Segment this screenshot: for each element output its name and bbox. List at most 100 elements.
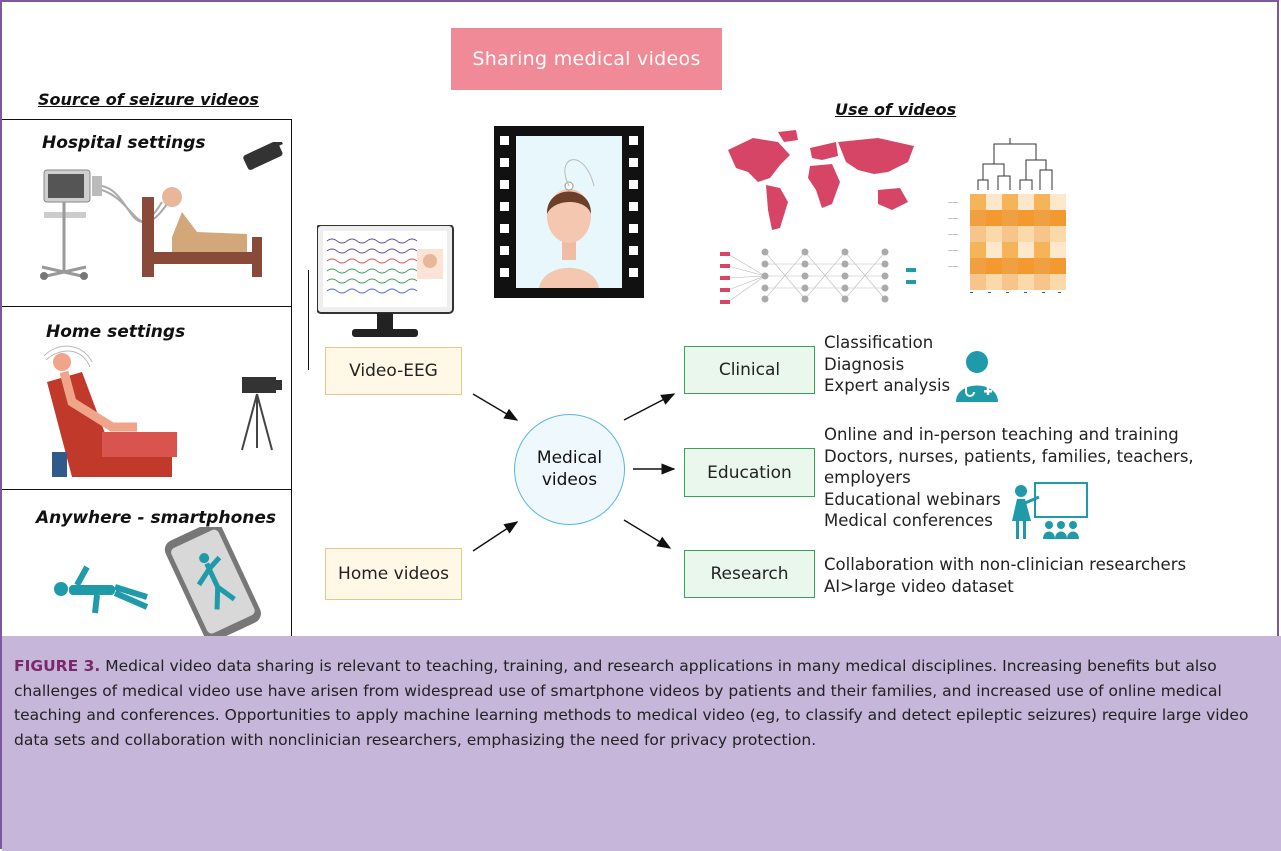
heatmap-cell <box>986 258 1002 274</box>
smartphone-seizure-illustration <box>54 527 261 637</box>
research-box: Research <box>684 550 815 598</box>
heatmap-cell <box>1034 242 1050 258</box>
heatmap-cell <box>1002 194 1018 210</box>
heatmap-cell <box>1002 242 1018 258</box>
panel-divider <box>2 306 292 307</box>
heatmap-cell <box>1018 258 1034 274</box>
heatmap-cell <box>986 274 1002 290</box>
home-settings-label: Home settings <box>46 322 186 342</box>
heatmap-cell <box>1034 226 1050 242</box>
clinical-item: Diagnosis <box>824 354 905 374</box>
connector-line <box>308 270 309 370</box>
arrow-video-eeg-to-hub <box>472 393 519 421</box>
hospital-settings-label: Hospital settings <box>42 133 206 153</box>
uses-heading: Use of videos <box>835 100 957 119</box>
flow-arrows <box>472 393 676 552</box>
heatmap-cell <box>970 258 986 274</box>
sources-heading: Source of seizure videos <box>38 90 259 109</box>
fallen-person-icon <box>54 565 149 614</box>
figure-caption: FIGURE 3. Medical video data sharing is … <box>2 636 1281 851</box>
heatmap-cell <box>1050 258 1066 274</box>
heatmap-cell <box>970 242 986 258</box>
clinical-box: Clinical <box>684 346 815 394</box>
film-strip-illustration <box>494 126 644 298</box>
education-list: Online and in-person teaching and traini… <box>824 424 1277 532</box>
heatmap-cell <box>970 274 986 290</box>
svg-text:——: —— <box>948 216 958 222</box>
video-camera-tripod-icon <box>241 377 282 451</box>
heatmap-cell <box>1018 226 1034 242</box>
figure-title: Sharing medical videos <box>451 28 722 90</box>
anywhere-smartphones-label: Anywhere - smartphones <box>36 508 277 528</box>
research-item: AI>large video dataset <box>824 576 1014 596</box>
heatmap-cell <box>1034 210 1050 226</box>
medical-videos-hub: Medical videos <box>514 414 625 525</box>
hub-line-1: Medical <box>536 448 603 469</box>
security-camera-icon <box>243 142 283 170</box>
heatmap-cell <box>1050 242 1066 258</box>
neural-network-illustration <box>720 248 916 304</box>
heatmap-cell <box>1018 210 1034 226</box>
heatmap-dendrogram-illustration: —— —— —— —— —— <box>948 138 1066 293</box>
heatmap-cell <box>986 194 1002 210</box>
education-box: Education <box>684 448 815 497</box>
video-eeg-box: Video-EEG <box>325 347 462 395</box>
eeg-monitor-icon <box>40 169 102 280</box>
education-item: Medical conferences <box>824 511 993 530</box>
teacher-classroom-icon <box>1012 482 1088 539</box>
armchair-icon <box>43 345 177 477</box>
heatmap-cell <box>1018 274 1034 290</box>
hospital-bed-illustration <box>40 142 283 280</box>
svg-text:——: —— <box>948 248 958 254</box>
patient-bed-icon <box>142 187 262 277</box>
heatmap-cell <box>1034 194 1050 210</box>
panel-divider <box>2 489 292 490</box>
arrow-hub-to-research <box>623 519 672 549</box>
arrow-home-videos-to-hub <box>472 521 519 552</box>
caption-label: FIGURE 3. <box>14 657 101 675</box>
heatmap-cell <box>970 194 986 210</box>
caption-text: Medical video data sharing is relevant t… <box>14 657 1249 749</box>
heatmap-cell <box>986 226 1002 242</box>
heatmap-cell <box>1050 210 1066 226</box>
heatmap-cell <box>1002 274 1018 290</box>
world-map-illustration <box>728 130 914 230</box>
heatmap-cell <box>1018 194 1034 210</box>
clinical-item: Classification <box>824 333 934 352</box>
home-videos-box: Home videos <box>325 548 462 600</box>
svg-text:——: —— <box>948 264 958 270</box>
heatmap-cell <box>1018 242 1034 258</box>
heatmap-cell <box>1050 226 1066 242</box>
education-item: Doctors, nurses, patients, families, tea… <box>824 446 1194 488</box>
heatmap-cell <box>1002 258 1018 274</box>
clinical-item: Expert analysis <box>824 376 951 395</box>
patient-head-icon <box>539 159 599 288</box>
panel-right-border <box>291 119 292 664</box>
arrow-hub-to-clinical <box>623 393 676 421</box>
heatmap-cell <box>1050 274 1066 290</box>
clinical-list: Classification Diagnosis Expert analysis <box>824 332 950 397</box>
research-item: Collaboration with non-clinician researc… <box>824 555 1187 574</box>
svg-text:——: —— <box>948 200 958 206</box>
heatmap-cell <box>1002 226 1018 242</box>
heatmap-cell <box>1050 194 1066 210</box>
home-armchair-illustration <box>43 345 282 477</box>
caption-body: FIGURE 3. Medical video data sharing is … <box>14 654 1267 752</box>
panel-divider <box>2 119 292 120</box>
heatmap-cell <box>1034 258 1050 274</box>
research-list: Collaboration with non-clinician researc… <box>824 554 1186 597</box>
video-eeg-monitor-illustration <box>317 225 454 337</box>
heatmap-cell <box>986 210 1002 226</box>
heatmap-cell <box>986 242 1002 258</box>
heatmap-cell <box>970 210 986 226</box>
hub-line-2: videos <box>541 469 598 490</box>
svg-text:——: —— <box>948 232 958 238</box>
heatmap-cell <box>1002 210 1018 226</box>
heatmap-cell <box>1034 274 1050 290</box>
heatmap-cell <box>970 226 986 242</box>
education-item: Educational webinars <box>824 489 1001 509</box>
education-item: Online and in-person teaching and traini… <box>824 425 1179 444</box>
doctor-icon <box>956 351 998 402</box>
smartphone-icon <box>164 527 261 637</box>
